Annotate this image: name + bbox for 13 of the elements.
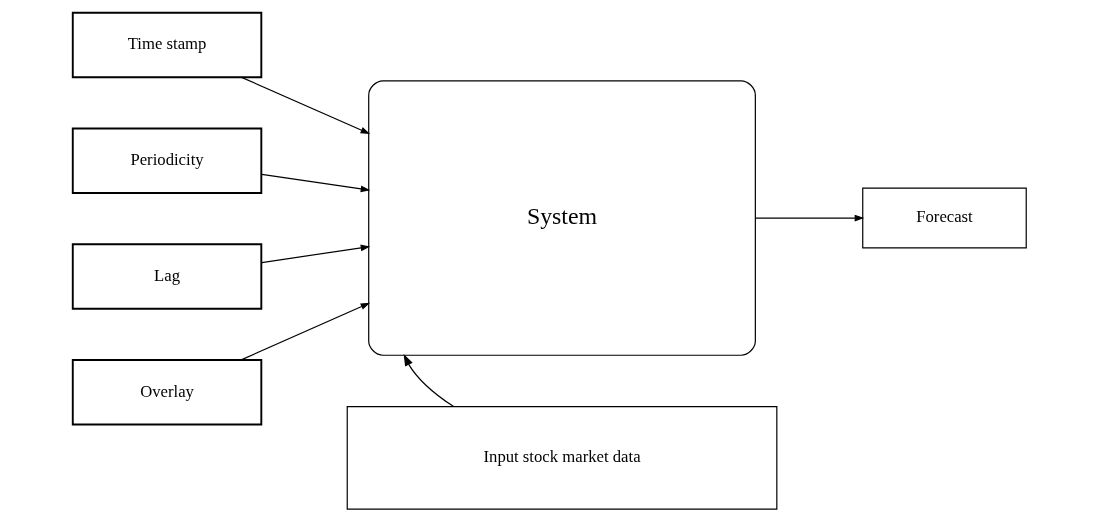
node-box: Lag [71,243,263,310]
arrow [241,76,371,134]
arrow [754,214,865,222]
node-box: Overlay [71,359,263,426]
arrow [403,354,454,407]
node-box: Input stock market data [346,406,778,510]
node-box: Time stamp [71,11,263,79]
arrow [261,244,371,264]
node-box: System [368,80,756,356]
arrow [240,302,371,361]
arrow [261,173,371,193]
node-box: Forecast [862,187,1027,249]
node-box: Periodicity [71,127,263,194]
